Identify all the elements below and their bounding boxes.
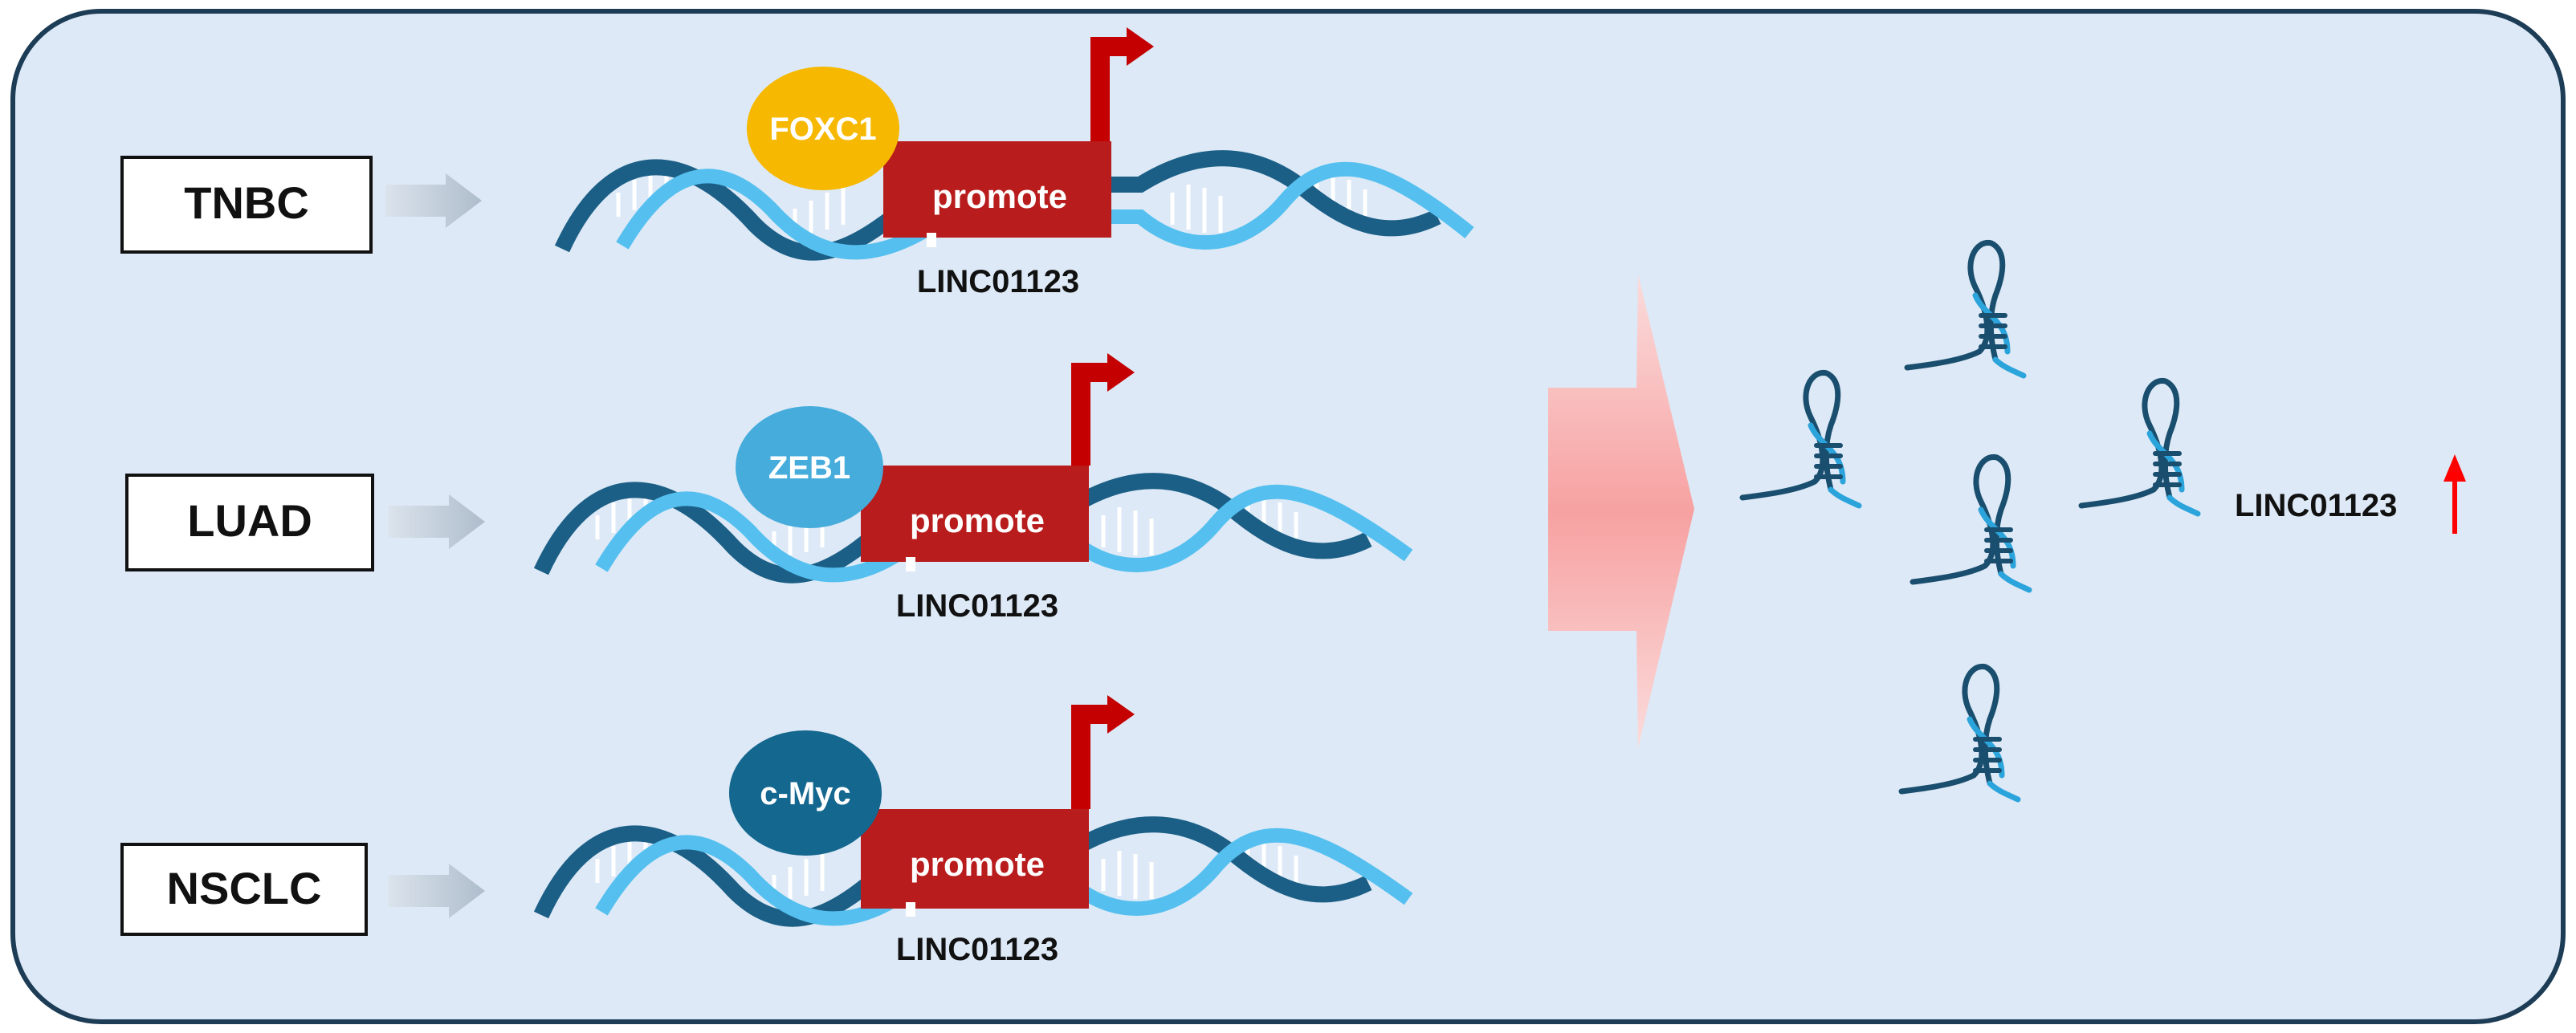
row-nsclc: NSCLC promote LINC01123 c-Myc xyxy=(120,695,1413,967)
tss-arrow-tnbc xyxy=(1090,27,1154,141)
tss-mark-luad xyxy=(906,557,915,571)
gene-label-tnbc: LINC01123 xyxy=(917,264,1079,299)
promoter-label-nsclc: promote xyxy=(910,845,1045,883)
cancer-box-luad xyxy=(125,474,374,571)
result-label: LINC01123 xyxy=(2235,488,2397,523)
promoter-label-tnbc: promote xyxy=(932,177,1067,215)
gene-label-luad: LINC01123 xyxy=(896,588,1058,624)
rna-hairpin xyxy=(1739,370,1862,509)
panel-background xyxy=(10,9,2566,1024)
gray-arrow-nsclc xyxy=(389,864,485,918)
factor-label-foxc1: FOXC1 xyxy=(769,112,876,147)
rna-hairpin xyxy=(1904,240,2027,379)
tss-mark-nsclc xyxy=(906,902,915,917)
row-tnbc: TNBC promote LINC01123 FOXC1 xyxy=(120,27,1474,299)
cancer-box-tnbc xyxy=(120,156,373,254)
tss-mark-tnbc xyxy=(927,233,936,247)
gene-label-nsclc: LINC01123 xyxy=(896,932,1058,967)
cancer-label-tnbc: TNBC xyxy=(184,177,309,228)
rna-hairpin xyxy=(2078,378,2201,517)
factor-foxc1 xyxy=(747,67,899,190)
factor-zeb1 xyxy=(736,406,883,528)
promoter-label-luad: promote xyxy=(910,502,1045,539)
gray-arrow-luad xyxy=(389,494,485,549)
up-arrow-icon xyxy=(2444,454,2466,534)
factor-label-zeb1: ZEB1 xyxy=(768,450,850,486)
factor-c-myc xyxy=(729,730,882,856)
cancer-box-nsclc xyxy=(120,843,368,936)
tss-arrow-luad xyxy=(1071,353,1135,466)
rna-hairpin xyxy=(1898,664,2021,803)
promoter-box-nsclc xyxy=(861,809,1089,909)
big-pink-arrow xyxy=(1548,275,1694,748)
promoter-box-luad xyxy=(861,466,1089,562)
cancer-label-luad: LUAD xyxy=(187,495,312,546)
tss-arrow-nsclc xyxy=(1071,695,1135,809)
row-luad: LUAD promote LINC01123 ZEB1 xyxy=(125,353,1413,624)
factor-label-c-myc: c-Myc xyxy=(760,776,850,811)
promoter-box-tnbc xyxy=(883,141,1111,238)
cancer-label-nsclc: NSCLC xyxy=(167,863,322,913)
rna-hairpin xyxy=(1910,454,2032,593)
gray-arrow-tnbc xyxy=(385,173,482,228)
rna-hairpin-group xyxy=(1739,240,2201,803)
